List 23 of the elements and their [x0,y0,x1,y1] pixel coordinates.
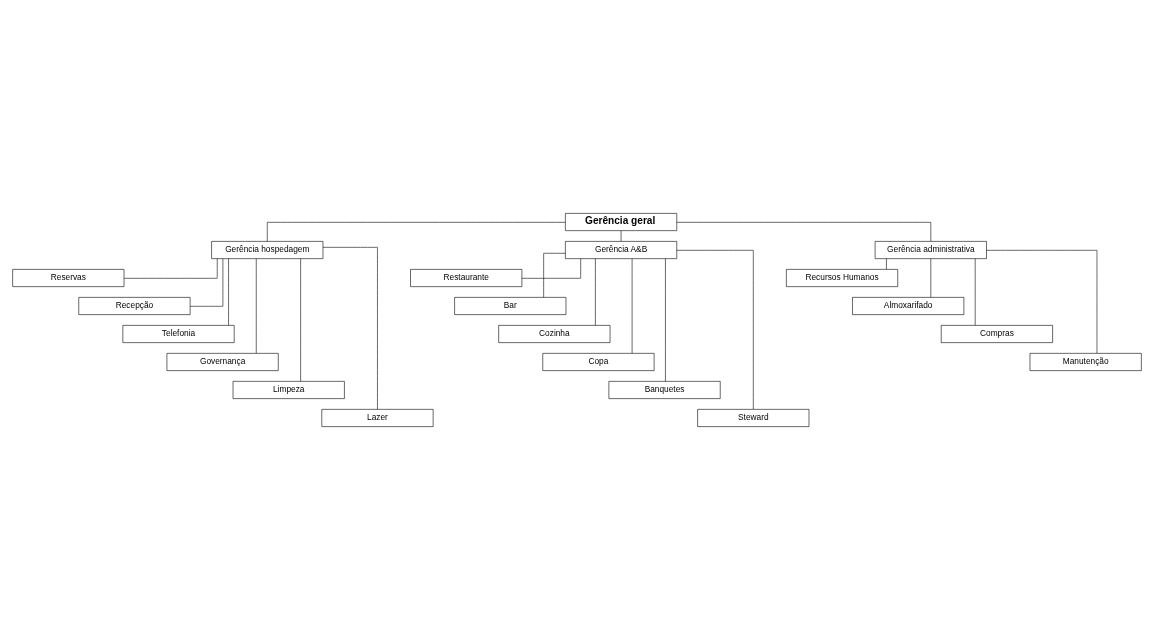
connector [543,252,566,298]
node-box: Gerência A&B [565,240,678,259]
node-box: Governança [166,352,279,371]
node-box: Restaurante [410,268,523,287]
node-box: Gerência administrativa [874,240,987,259]
node-box: Telefonia [122,324,235,343]
node-box: Recursos Humanos [786,268,899,287]
node-box: Banquetes [608,380,721,399]
node-box: Limpeza [232,380,345,399]
node-box: Compras [940,324,1053,343]
connector [986,249,1098,354]
node-box: Gerência geral [565,212,678,231]
node-box: Cozinha [498,324,611,343]
node-box: Lazer [321,408,434,427]
node-box: Recepção [78,296,191,315]
node-box: Gerência hospedagem [211,240,324,259]
node-box: Reservas [12,268,125,287]
node-box: Manutenção [1029,352,1142,371]
node-box: Almoxarifado [852,296,965,315]
node-box: Steward [697,408,810,427]
node-box: Bar [454,296,567,315]
node-box: Copa [542,352,655,371]
connector [521,257,581,279]
